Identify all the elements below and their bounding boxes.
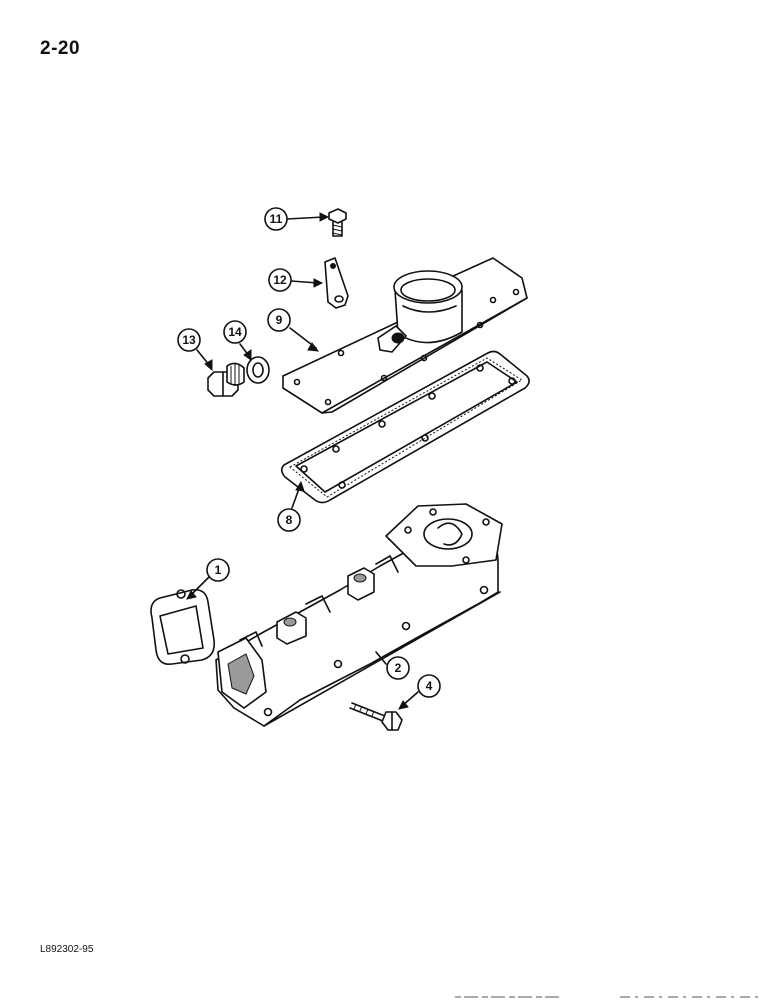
long-bolt-part-4: [349, 702, 403, 731]
leader-lines: [186, 212, 419, 710]
callout-8-label: 8: [286, 513, 293, 527]
plug-part-13: [207, 362, 245, 397]
callout-2: 2: [386, 656, 410, 680]
cover-plate-part-9: [282, 257, 528, 414]
callout-11-label: 11: [270, 212, 283, 226]
callout-1: 1: [206, 558, 230, 582]
page-number: 2-20: [40, 38, 81, 59]
callout-14-label: 14: [228, 325, 242, 339]
washer-part-14: [246, 356, 270, 384]
callout-1-label: 1: [215, 563, 222, 577]
bracket-part-12: [324, 257, 349, 309]
callout-11: 11: [264, 207, 288, 231]
callout-4: 4: [417, 674, 441, 698]
callout-9-label: 9: [276, 313, 283, 327]
callout-4-label: 4: [426, 679, 433, 693]
gasket-part-8: [280, 350, 530, 504]
callout-12-label: 12: [273, 273, 287, 287]
callout-13-label: 13: [182, 333, 196, 347]
callout-13: 13: [177, 328, 201, 352]
callout-8: 8: [277, 508, 301, 532]
drawing-reference-code: L892302-95: [40, 944, 94, 955]
bolt-part-11: [328, 208, 347, 237]
callout-2-label: 2: [395, 661, 402, 675]
callout-9: 9: [267, 308, 291, 332]
small-gasket-part-1: [150, 588, 216, 666]
callout-14: 14: [223, 320, 247, 344]
callout-12: 12: [268, 268, 292, 292]
manifold-part-2: [215, 503, 503, 727]
